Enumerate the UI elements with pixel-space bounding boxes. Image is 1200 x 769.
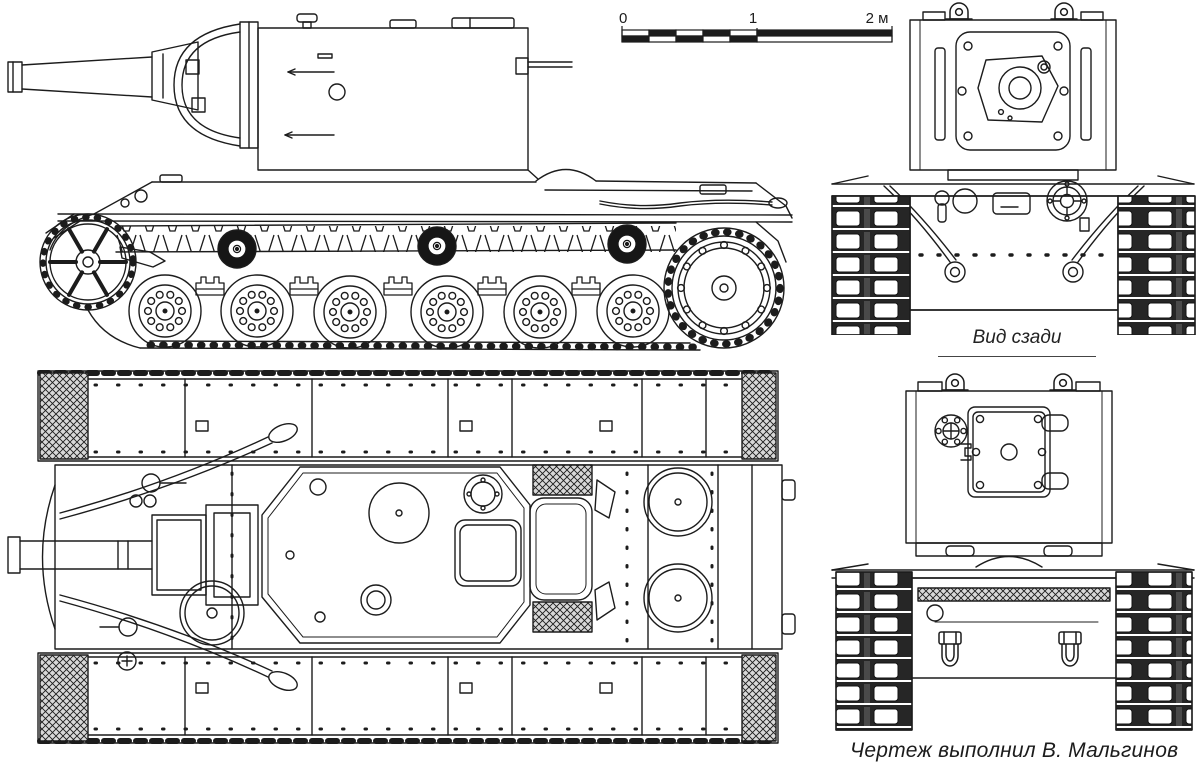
rear-view-drawing (831, 2, 1196, 335)
transmission-cover (643, 467, 713, 537)
door-hinge (1041, 472, 1069, 490)
drive-sprocket (676, 240, 772, 336)
top-view-left-track (37, 370, 779, 462)
idler-wheel (48, 223, 128, 301)
periscope-mount (934, 414, 968, 448)
scale-bar: 0 1 2 м (619, 10, 893, 43)
front-view-drawing (831, 373, 1195, 731)
road-wheel (410, 275, 484, 349)
lifting-eye (945, 2, 973, 20)
turret-rear (909, 2, 1117, 181)
rear-view-caption: Вид сзади (938, 327, 1096, 357)
gun-mantlet-side (173, 21, 259, 149)
return-roller (417, 226, 457, 266)
rear-light (952, 188, 978, 214)
scale-label-1: 1 (749, 10, 757, 27)
return-roller (607, 224, 647, 264)
engine-grille (532, 464, 593, 496)
road-wheel (128, 274, 202, 348)
credit-caption: Чертеж выполнил В. Мальгинов (850, 739, 1179, 762)
hull-front (831, 542, 1195, 679)
engine-hatch (529, 497, 593, 601)
turret-side (257, 13, 573, 171)
tow-cable-rear (883, 185, 1145, 283)
side-view-drawing (7, 13, 793, 351)
hull-rear (831, 175, 1195, 311)
fan-cover (1046, 180, 1088, 222)
gun-mantlet-top (151, 514, 207, 596)
transmission-cover (643, 563, 713, 633)
road-wheel (313, 275, 387, 349)
lifting-eye (1050, 2, 1078, 20)
engine-deck-top (529, 464, 796, 643)
gun-barrel-side (7, 41, 199, 111)
bumper-rail (917, 587, 1111, 602)
road-wheel (503, 275, 577, 349)
suspension-bracket (571, 276, 601, 296)
tow-cable-top (59, 422, 298, 692)
turret-hatch-top (454, 519, 522, 587)
turret-front (905, 373, 1113, 544)
scale-label-0: 0 (619, 10, 627, 27)
tracks-rear (831, 195, 1196, 335)
scale-label-2: 2 м (866, 10, 889, 27)
suspension-bracket (195, 276, 225, 296)
suspension-bracket (477, 276, 507, 296)
door-hinge (1041, 414, 1069, 432)
turret-top (261, 466, 531, 644)
gun-barrel-top (7, 504, 259, 606)
suspension-bracket (289, 276, 319, 296)
tow-shackle (1058, 631, 1082, 667)
tracks-front (835, 571, 1193, 731)
suspension-bracket (383, 276, 413, 296)
door-latch (960, 443, 972, 461)
turret-hatch-door (967, 406, 1051, 498)
track-side (39, 213, 785, 351)
top-view-hull (7, 422, 796, 692)
engine-grille (532, 601, 593, 633)
mg-ball-mount (998, 66, 1042, 110)
lifting-eye (941, 373, 969, 391)
top-view-right-track (37, 652, 779, 744)
lifting-eye (1049, 373, 1077, 391)
road-wheel (220, 274, 294, 348)
top-view-drawing (7, 370, 796, 744)
rear-mg-side (515, 57, 529, 75)
tow-shackle (938, 631, 962, 667)
turret-rear-plate (955, 31, 1071, 151)
return-roller (217, 229, 257, 269)
road-wheel (596, 274, 670, 348)
